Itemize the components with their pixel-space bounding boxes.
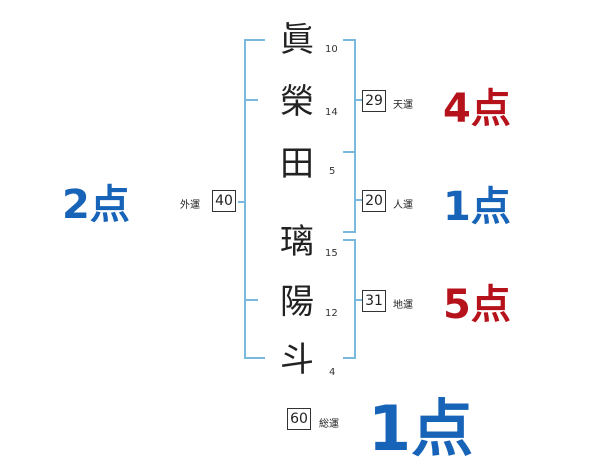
- name-char-6: 斗: [280, 340, 314, 380]
- stroke-count-2: 14: [325, 107, 338, 118]
- souun-label: 総運: [319, 419, 339, 430]
- souun-value-box: 60: [287, 408, 311, 430]
- stroke-count-5: 12: [325, 308, 338, 319]
- gaiun-label: 外運: [180, 200, 200, 211]
- jinun-score: 1点: [443, 184, 511, 230]
- name-char-5: 陽: [280, 282, 314, 322]
- jinun-value-box: 20: [362, 190, 386, 212]
- tenun-score: 4点: [443, 86, 511, 132]
- gaiun-value-box: 40: [212, 190, 236, 212]
- tenun-value-box: 29: [362, 90, 386, 112]
- jinun-label: 人運: [393, 200, 413, 211]
- gaiun-score: 2点: [62, 182, 130, 228]
- name-char-3: 田: [280, 144, 314, 184]
- name-char-4: 璃: [280, 222, 314, 262]
- souun-score: 1点: [368, 392, 474, 465]
- stroke-count-4: 15: [325, 248, 338, 259]
- name-char-2: 榮: [280, 82, 314, 122]
- tenun-label: 天運: [393, 100, 413, 111]
- stroke-count-6: 4: [329, 367, 336, 378]
- stroke-count-3: 5: [329, 166, 336, 177]
- chiun-label: 地運: [393, 300, 413, 311]
- chiun-value-box: 31: [362, 290, 386, 312]
- stroke-count-1: 10: [325, 44, 338, 55]
- chiun-score: 5点: [443, 282, 511, 328]
- name-char-1: 眞: [280, 20, 314, 60]
